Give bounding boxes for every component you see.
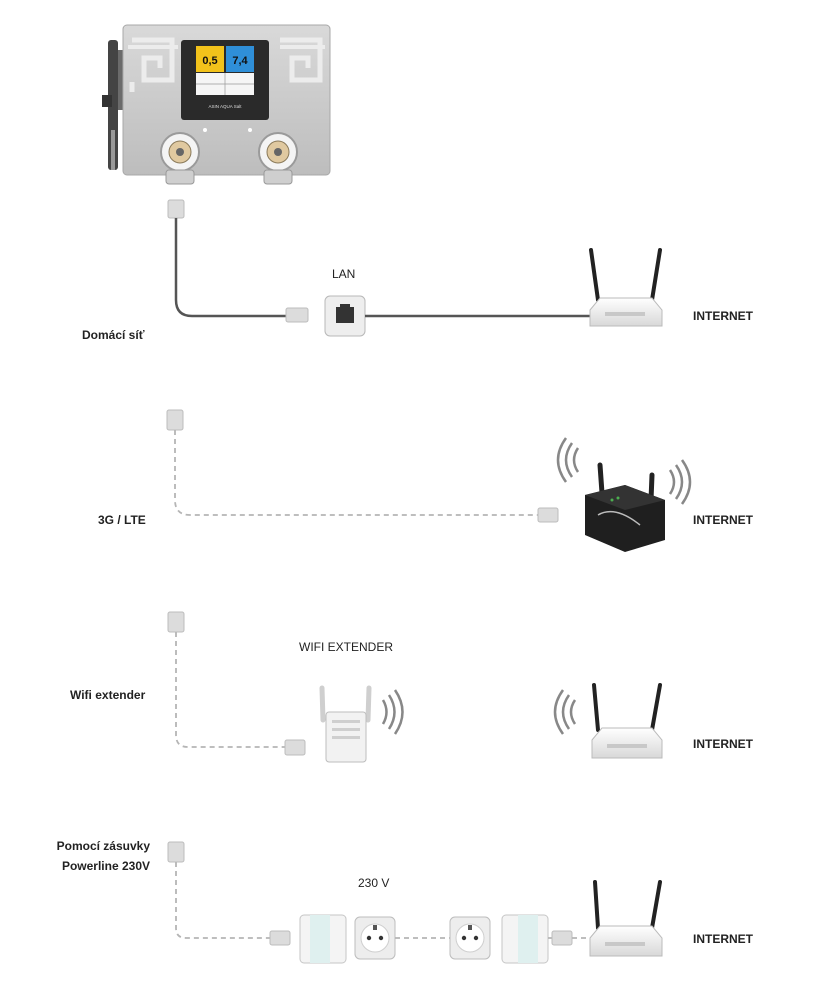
row-label-lte: 3G / LTE [98, 513, 146, 527]
row-label-powerline-1: Pomocí zásuvky [56, 839, 150, 853]
plug-icon [269, 930, 291, 946]
row-powerline [167, 841, 663, 964]
plug-icon [167, 841, 185, 863]
row-wifi-extender [167, 611, 663, 763]
internet-label-1: INTERNET [693, 309, 753, 323]
socket-right-icon [449, 916, 491, 960]
wifi-extender-icon [319, 685, 372, 763]
plug-icon [537, 507, 559, 523]
probe-icon [102, 40, 126, 170]
router-icon [589, 880, 663, 957]
plug-icon [285, 307, 309, 323]
powerline-adapter-right-icon [501, 914, 549, 964]
screen-brand-text: ASIN AQUA Salt [208, 104, 242, 109]
plug-icon [167, 199, 185, 219]
wifi-extender-caption: WIFI EXTENDER [299, 640, 394, 654]
pump-right-icon [258, 132, 298, 185]
router-icon [589, 248, 663, 327]
signal-router-icon [553, 689, 577, 735]
powerline-adapter-left-icon [299, 914, 347, 964]
plug-icon [166, 409, 184, 431]
internet-label-3: INTERNET [693, 737, 753, 751]
powerline-caption: 230 V [358, 876, 390, 890]
internet-label-4: INTERNET [693, 932, 753, 946]
row-label-powerline-2: Powerline 230V [61, 859, 150, 873]
pump-left-icon [160, 132, 200, 185]
row-label-wifi: Wifi extender [70, 688, 146, 702]
meander-left-icon [129, 37, 175, 92]
plug-icon [551, 930, 573, 946]
lan-port-icon [324, 295, 366, 337]
row-lan [167, 199, 663, 337]
plug-icon [284, 739, 306, 756]
socket-left-icon [354, 916, 396, 960]
plug-icon [167, 611, 185, 633]
signal-extender-icon [381, 689, 404, 735]
router-icon [591, 683, 663, 759]
row-label-lan: Domácí síť [82, 328, 145, 342]
internet-label-2: INTERNET [693, 513, 753, 527]
signal-right-icon [668, 459, 692, 505]
signal-left-icon [556, 437, 580, 483]
screen-value-left: 0,5 [202, 55, 217, 67]
lte-router-icon [585, 462, 665, 552]
meander-right-icon [280, 37, 323, 83]
row-lte [166, 409, 692, 552]
lan-caption: LAN [332, 267, 356, 281]
controller-unit: 0,5 7,4 ASIN AQUA Salt [102, 24, 331, 185]
screen-value-right: 7,4 [232, 55, 248, 67]
controller-screen: 0,5 7,4 ASIN AQUA Salt [181, 40, 269, 120]
